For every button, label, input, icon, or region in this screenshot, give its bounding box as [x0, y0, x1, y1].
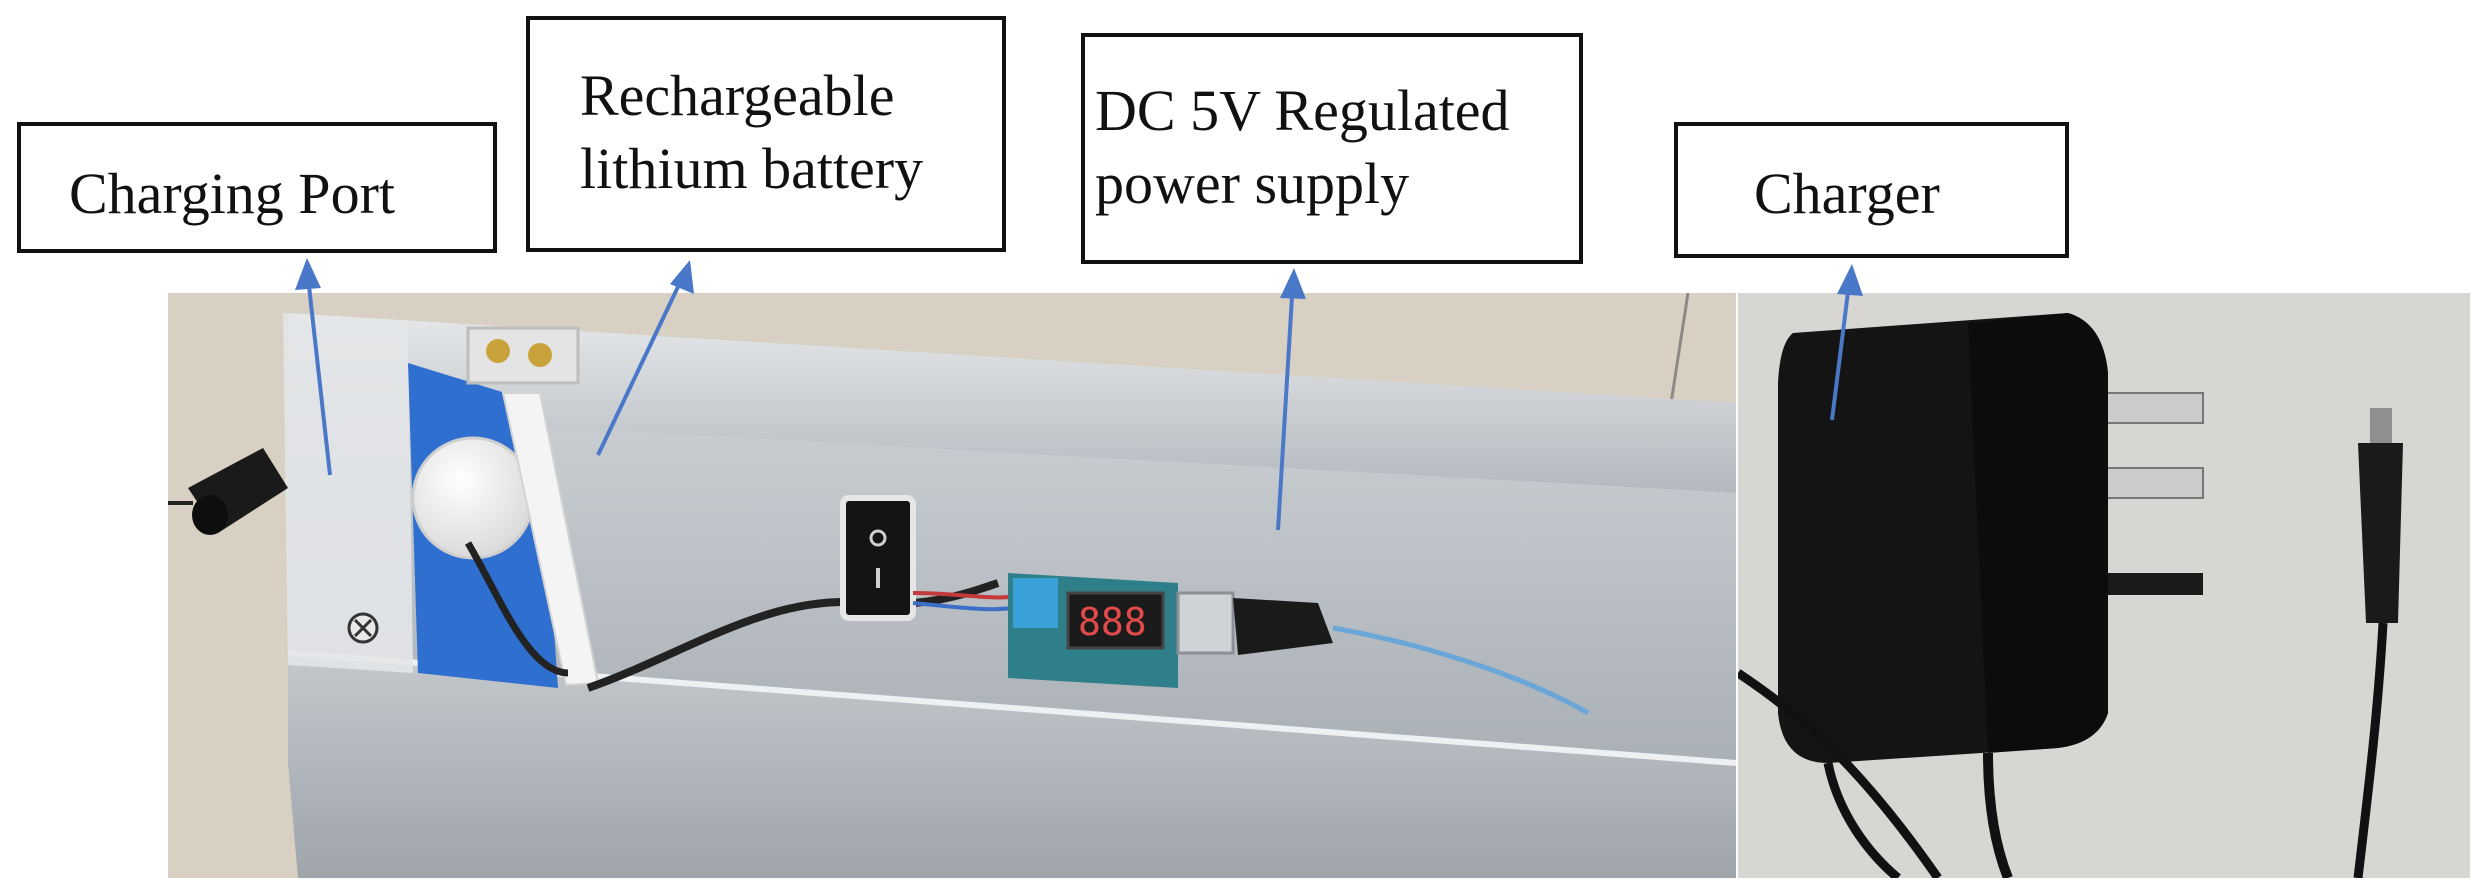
- regulator-label: DC 5V Regulated power supply: [1081, 33, 1583, 264]
- regulator-text-line2: power supply: [1095, 150, 1410, 216]
- charging-port-text: Charging Port: [69, 161, 395, 226]
- up-arrow-icon: [596, 260, 694, 456]
- up-arrow-icon: [1276, 268, 1306, 531]
- charger-label: Charger: [1674, 122, 2069, 258]
- charger-photo: [1738, 293, 2470, 878]
- battery-text-line1: Rechargeable: [580, 63, 895, 128]
- device-photo: 888: [168, 293, 1736, 878]
- svg-text:888: 888: [1078, 600, 1147, 644]
- regulator-text-line1: DC 5V Regulated: [1095, 78, 1510, 143]
- battery-text-line2: lithium battery: [580, 135, 924, 201]
- charger-text: Charger: [1754, 161, 1940, 226]
- up-arrow-icon: [295, 258, 332, 476]
- up-arrow-icon: [1830, 264, 1863, 421]
- charging-port-label: Charging Port: [17, 122, 497, 253]
- battery-label: Rechargeable lithium battery: [526, 16, 1006, 252]
